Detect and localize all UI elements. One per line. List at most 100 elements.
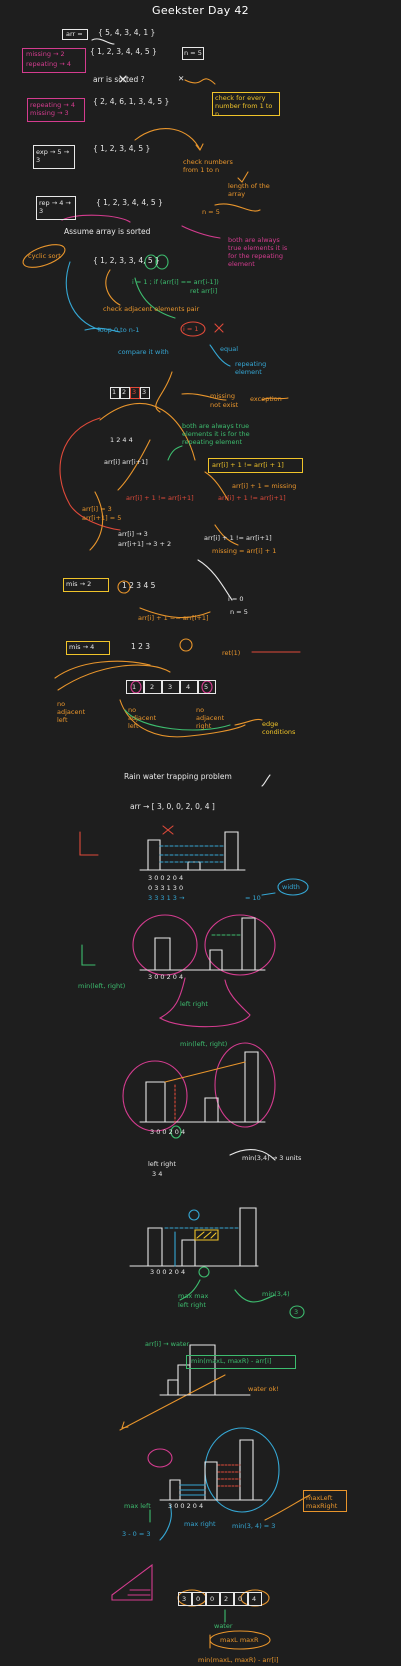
cell-value: 3 (182, 1595, 187, 1603)
cell-row-2: 1 2 3 4 5 (126, 680, 216, 694)
page-title: Geekster Day 42 (152, 4, 249, 17)
left-right-2: left right (148, 1160, 176, 1168)
n-value: n = 5 (184, 49, 202, 57)
summary-text: maxLeft maxRight (306, 1494, 338, 1510)
loop-0-to-n: loop 0 to n-1 (98, 326, 140, 334)
water-row-1: 0 3 3 1 3 0 (148, 884, 184, 892)
rep-box-2 (36, 196, 76, 220)
arr-rule-2: arr[i+1] → 3 + 2 (118, 540, 172, 548)
nums-row-1: 1 2 4 4 (110, 436, 133, 444)
min-3-4: min(3,4) → 3 units (242, 1154, 302, 1162)
cell-value: 2 (122, 388, 127, 396)
equal-note: equal (220, 345, 239, 353)
rep-missing-box-2 (27, 98, 85, 122)
heights-row-1: 3 0 0 2 0 4 (148, 874, 184, 882)
water-final: water (214, 1622, 233, 1630)
water-ok-label: water ok! (248, 1385, 279, 1393)
cell: 4 (248, 1592, 262, 1606)
check-every-box (212, 92, 280, 116)
left-right-3: left right (178, 1301, 206, 1309)
cell-value: 4 (186, 683, 191, 691)
n-box (182, 47, 204, 60)
cross-mark: ✕ (178, 74, 185, 83)
max-left-label: max left (124, 1502, 151, 1510)
cell: 0 (206, 1592, 220, 1606)
min-3-1: min(3,4) (262, 1290, 290, 1298)
rep-missing-text-2: repeating → 4 missing → 3 (30, 101, 75, 117)
width-label: width (282, 883, 300, 891)
max-max-label: max max (178, 1292, 209, 1300)
missing-repeating-box (22, 48, 86, 73)
calc-2: min(3, 4) = 3 (232, 1522, 276, 1530)
is-sorted-question: arr is sorted ? (93, 75, 145, 84)
seq-1: 1 2 3 4 5 (122, 581, 156, 590)
cell: 2 (144, 680, 162, 694)
cell: 3 (162, 680, 180, 694)
check-adjacent-note: check adjacent elements pair (103, 305, 200, 313)
assume-sorted: Assume array is sorted (64, 227, 151, 236)
pink-note: both are always true elements it is for … (228, 236, 288, 268)
rain-title: Rain water trapping problem (124, 772, 232, 781)
adjacent-note-right: no adjacent right (196, 706, 225, 730)
ret-condition: ret arr[i] (190, 287, 218, 295)
cell-value: 4 (252, 1595, 257, 1603)
answer-3: 3 (294, 1308, 299, 1316)
check-numbers-note: check numbers from 1 to n (183, 158, 233, 174)
cell: 1 (110, 387, 120, 399)
water-eq: arr[i] → water (145, 1340, 190, 1348)
missing-label: missing (210, 392, 235, 400)
edge-eq: arr[i] + 1 == arr[i+1] (138, 614, 209, 622)
edge-i-0: i = 0 (228, 595, 244, 603)
arr-values-2: { 1, 2, 3, 4, 4, 5 } (90, 47, 157, 56)
mis-box-2-text: mis → 4 (69, 643, 95, 651)
cell-value: 3 (142, 388, 147, 396)
loop-condition: i = 1 ; if (arr[i] == arr[i-1]) (132, 278, 219, 286)
rep-box-2-text: rep → 4 → 3 (39, 199, 71, 215)
cond-box (208, 458, 303, 473)
cyclic-sort-label: cyclic sort (28, 252, 61, 260)
adjacent-note-left: no adjacent left (128, 706, 157, 730)
repeating-element-note: repeating element (235, 360, 267, 376)
cell-value: 1 (132, 683, 137, 691)
cell-value: 0 (210, 1595, 215, 1603)
cell: 3 (178, 1592, 192, 1606)
left-right-1: left right (180, 1000, 208, 1008)
arr-i-labels: arr[i] arr[i+1] (104, 458, 148, 466)
cond-box-text: arr[i] + 1 != arr[i + 1] (212, 461, 284, 469)
not-exist-label: not exist (210, 401, 239, 409)
check-every-text: check for every number from 1 to n (215, 94, 273, 118)
edge-n-5: n = 5 (230, 608, 248, 616)
max-right-label: max right (184, 1520, 216, 1528)
cell-value: 2 (224, 1595, 229, 1603)
arr-eq-1: arr[i] + 1 != arr[i+1] (126, 494, 194, 502)
repeating-text: repeating → 4 (26, 60, 71, 68)
cell: 3 (140, 387, 150, 399)
cell: 0 (192, 1592, 206, 1606)
cell-value: 2 (150, 683, 155, 691)
final-cell-row: 3 0 0 2 0 4 (178, 1592, 262, 1606)
cell-value: 0 (196, 1595, 201, 1603)
mis-box-1-text: mis → 2 (66, 580, 92, 588)
arr-rule-3-top: arr[i] + 1 != arr[i+1] (218, 494, 286, 502)
cell: 5 (198, 680, 216, 694)
arr-rule-1: arr[i] → 3 (118, 530, 148, 538)
exp-box-text: exp → 5 → 3 (36, 148, 70, 164)
ret-line-2: ret(1) (222, 649, 241, 657)
heights-row-2: 3 0 0 2 0 4 (148, 973, 184, 981)
missing-text: missing → 2 (26, 50, 65, 58)
rain-array: arr → [ 3, 0, 0, 2, 0, 4 ] (130, 802, 215, 811)
cell-value: 3 (132, 388, 137, 396)
heights-row-4: 3 0 0 2 0 4 (150, 1268, 186, 1276)
cell: 2 (120, 387, 130, 399)
arr-values-4: { 1, 2, 3, 4, 5 } (93, 144, 151, 153)
heights-row-3: 3 0 0 2 0 4 (150, 1128, 186, 1136)
final-formula: min(maxL, maxR) - arr[i] (198, 1656, 279, 1664)
cell-value: 5 (204, 683, 209, 691)
max-left-right: min(left, right) (78, 982, 126, 990)
cell: 2 (220, 1592, 234, 1606)
cell-row-1: 1 2 3 3 (110, 387, 150, 399)
calc-1: 3 - 0 = 3 (122, 1530, 151, 1538)
arr-values-1: { 5, 4, 3, 4, 1 } (98, 28, 156, 37)
exp-box (33, 145, 75, 169)
